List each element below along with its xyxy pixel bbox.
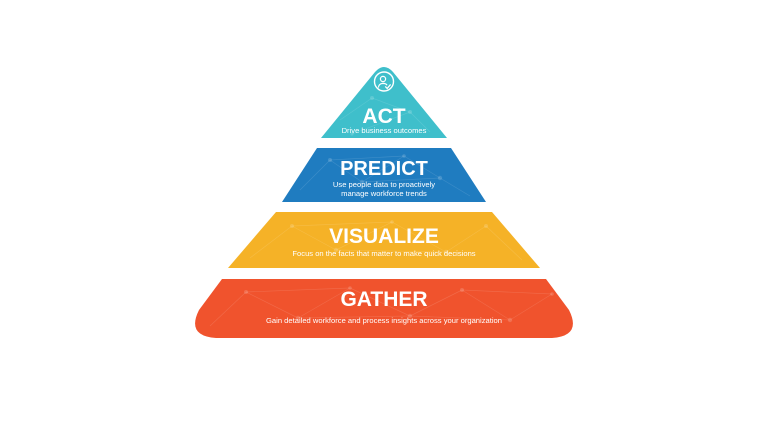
tier-visualize-description: Focus on the facts that matter to make q… [292, 249, 475, 258]
tier-gather-title: GATHER [340, 288, 427, 311]
tier-act-title: ACT [362, 105, 405, 128]
tier-predict: PREDICT Use people data to proactively m… [282, 148, 486, 202]
tier-predict-title: PREDICT [340, 158, 428, 180]
tier-act-description: Drive business outcomes [342, 126, 427, 135]
tier-act-network-pattern [339, 96, 431, 136]
person-check-icon [373, 71, 395, 92]
tier-visualize-title: VISUALIZE [329, 225, 439, 248]
tier-visualize-shape [228, 212, 540, 268]
tier-gather: GATHER Gain detailed workforce and proce… [195, 279, 573, 338]
tier-predict-shape [282, 148, 486, 202]
tier-predict-network-pattern [299, 154, 471, 197]
tier-visualize-network-pattern [249, 220, 523, 261]
tier-act: ACT Drive business outcomes [321, 67, 447, 138]
tier-gather-network-pattern [209, 286, 554, 327]
tier-predict-description-line-1: Use people data to proactively [333, 180, 435, 189]
tier-gather-shape [195, 279, 573, 338]
tier-act-shape [321, 67, 447, 138]
tier-visualize: VISUALIZE Focus on the facts that matter… [228, 212, 540, 268]
tier-predict-description-line-2: manage workforce trends [341, 189, 427, 198]
tier-gather-description: Gain detailed workforce and process insi… [266, 316, 502, 325]
